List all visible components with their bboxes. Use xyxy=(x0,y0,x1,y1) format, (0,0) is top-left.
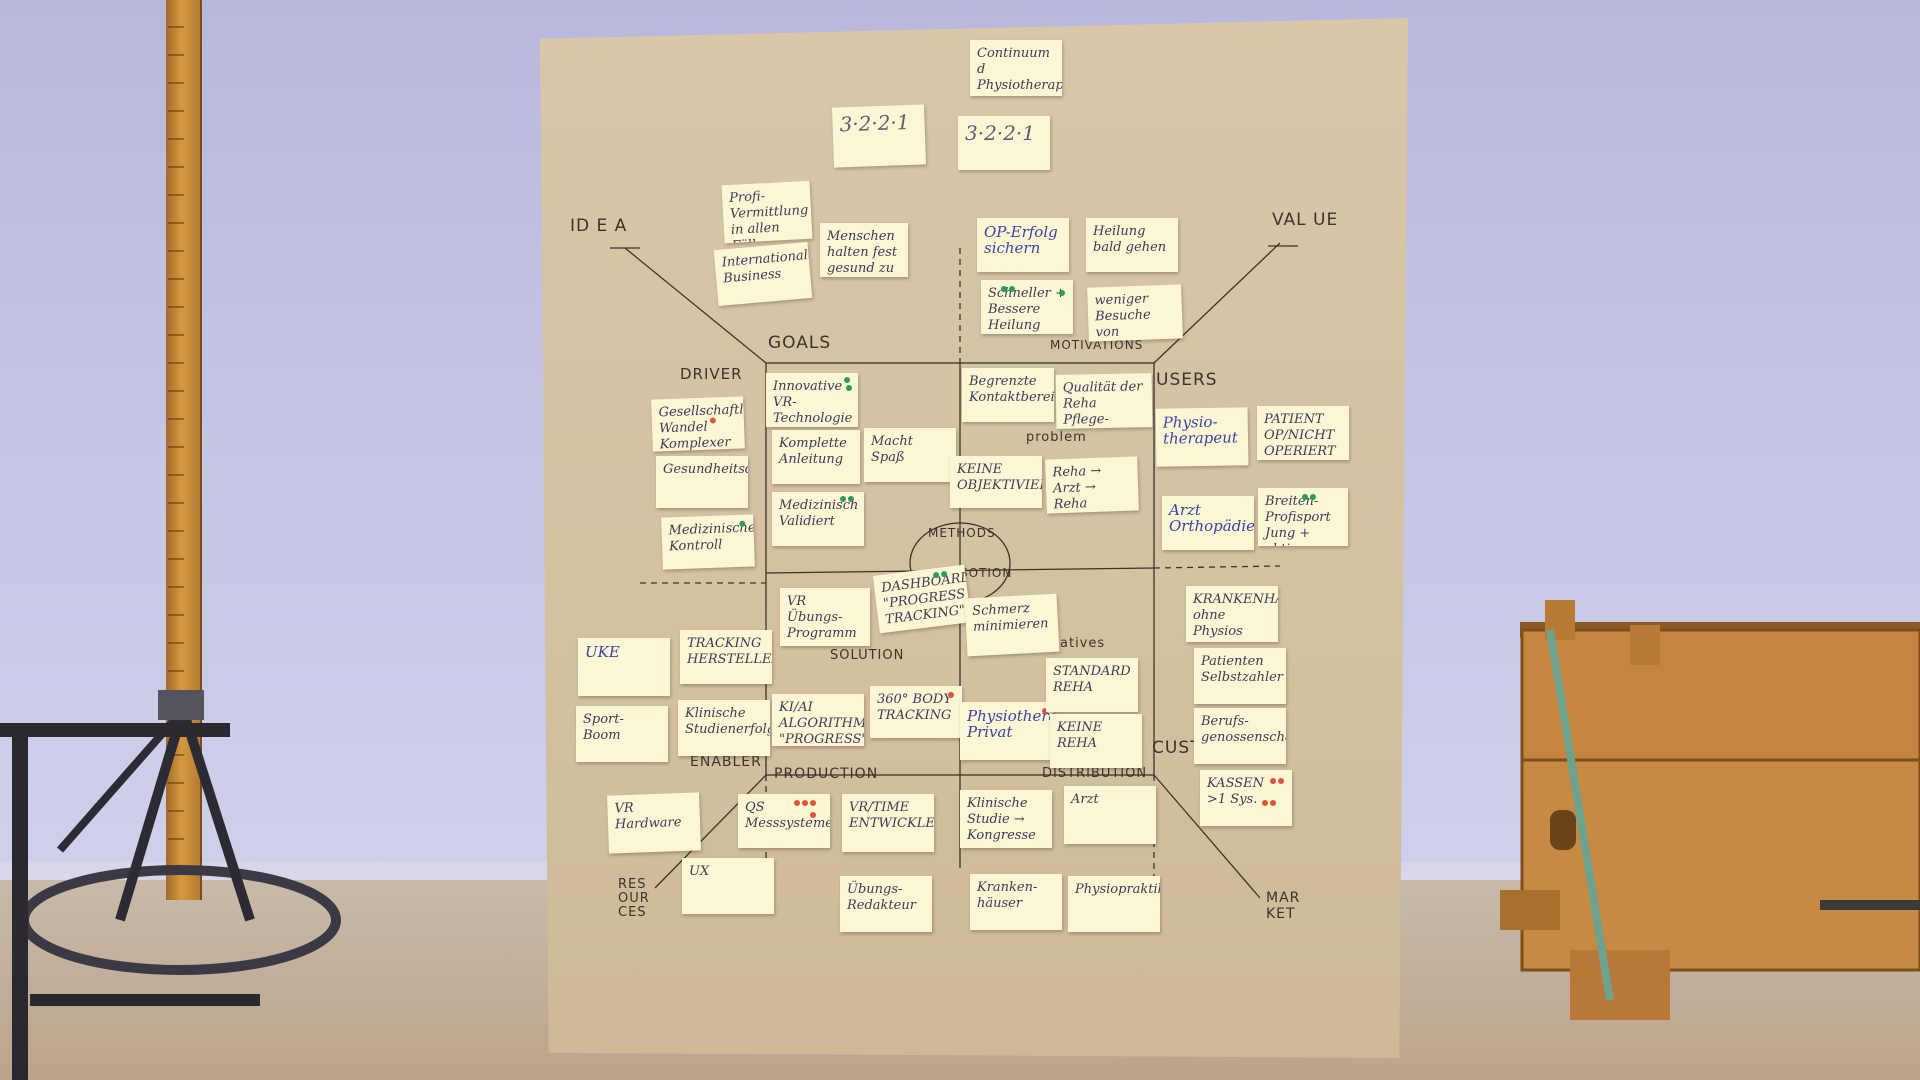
sticky-note-cust-4: KASSEN >1 Sys. xyxy=(1200,770,1292,826)
sticky-note-res-1: VR Hardware xyxy=(607,792,701,854)
sticky-note-usr-2: PATIENT OP/NICHT OPERIERT xyxy=(1257,406,1349,460)
sticky-note-res-2: QS Messsysteme xyxy=(738,794,830,848)
sticky-note-sol-1: VR Übungs-Programm xyxy=(780,588,870,646)
sticky-note-top-title: Continuum d Physiotherapie xyxy=(970,40,1062,96)
sticky-note-idea-1: Profi-Vermittlung in allen Fällen xyxy=(721,180,813,244)
vote-dot xyxy=(739,520,746,527)
sticky-note-prob-3: KEINE OBJEKTIVIERUNG xyxy=(950,456,1042,508)
sticky-note-mot-2: Heilung bald gehen xyxy=(1086,218,1178,272)
sticky-note-sol-3: Schmerz minimieren xyxy=(964,593,1060,657)
vote-dot xyxy=(810,812,816,818)
sticky-note-score-2: 3·2·2·1 xyxy=(958,116,1050,170)
pole-scale-marks xyxy=(168,0,184,880)
sticky-note-drv-3: Medizinischer Kontroll xyxy=(661,514,755,570)
sticky-note-enb-1: UKE xyxy=(578,638,670,696)
vote-dot xyxy=(844,377,850,383)
label-solution-center: SOTION xyxy=(960,566,1013,580)
sticky-note-drv-2: Gesundheitsdaten xyxy=(656,456,748,508)
vote-dot xyxy=(846,385,852,391)
vote-dot xyxy=(1310,494,1316,500)
vote-dot xyxy=(794,800,800,806)
wooden-crate xyxy=(1500,600,1920,1030)
label-users: USERS xyxy=(1156,370,1218,390)
vote-dot xyxy=(1042,708,1048,714)
label-problem: problem xyxy=(1026,430,1087,445)
sticky-note-usr-4: Breiten-Profisport Jung + aktiv xyxy=(1258,488,1348,546)
sticky-note-mot-1: OP-Erfolg sichern xyxy=(977,218,1069,272)
sticky-note-sol-6: Physiotherapie Privat xyxy=(960,702,1054,760)
label-idea: ID E A xyxy=(570,216,628,236)
label-production: PRODUCTION xyxy=(774,766,879,782)
vote-dot xyxy=(709,417,716,424)
sticky-note-goal-2: Komplette Anleitung xyxy=(772,430,860,484)
sticky-note-cust-2: Patienten Selbstzahler xyxy=(1194,648,1286,704)
sticky-note-enb-4: Klinische Studienerfolge xyxy=(678,700,770,756)
vote-dot xyxy=(1270,778,1276,784)
label-solution: SOLUTION xyxy=(830,648,905,663)
sticky-note-idea-2: Menschen halten fest gesund zu werden xyxy=(820,223,908,277)
sticky-note-goal-1: Innovative VR-Technologie xyxy=(766,373,858,427)
vote-dot xyxy=(810,800,816,806)
sticky-note-goal-4: Medizinisch Validiert xyxy=(772,492,864,546)
label-methods: METHODS xyxy=(928,526,996,540)
sticky-note-goal-3: Macht Spaß xyxy=(864,428,956,482)
sticky-note-res-5: Übungs-Redakteur xyxy=(840,876,932,932)
vote-dot xyxy=(848,496,854,502)
vote-dot xyxy=(932,571,940,579)
vote-dot xyxy=(1059,290,1065,296)
vote-dot xyxy=(1278,778,1284,784)
label-market: MAR KET xyxy=(1266,890,1301,922)
vote-dot xyxy=(1001,286,1007,292)
label-motivations: MOTIVATIONS xyxy=(1050,338,1144,352)
vote-dot xyxy=(948,692,954,698)
label-value: VAL UE xyxy=(1272,210,1339,230)
sticky-note-dist-1: Klinische Studie → Kongresse xyxy=(960,790,1052,848)
sticky-note-drv-1: Gesellschaftlicher Wandel Komplexer xyxy=(651,396,745,452)
business-model-canvas-poster: ID E A VAL UE GOALS DRIVER MOTIVATIONS U… xyxy=(540,18,1408,1058)
sticky-note-mot-4: weniger Besuche von Kranken - Umsatz xyxy=(1087,284,1183,342)
sticky-note-feat-2: KEINE REHA xyxy=(1050,714,1142,768)
sticky-note-prob-2: Qualität der Reha Pflege-Abläufe via Gas… xyxy=(1055,373,1153,429)
label-features: atives xyxy=(1060,636,1106,651)
sticky-note-mot-3: Schneller + Bessere Heilung xyxy=(981,280,1073,334)
vote-dot xyxy=(1270,800,1276,806)
sticky-note-feat-1: STANDARD REHA xyxy=(1046,658,1138,712)
sticky-note-score-1: 3·2·2·1 xyxy=(831,104,927,168)
label-enabler: ENABLER xyxy=(690,754,762,770)
vote-dot xyxy=(1302,494,1308,500)
sticky-note-dist-4: Physiopraktiker xyxy=(1068,876,1160,932)
vote-dot xyxy=(940,570,948,578)
sticky-note-usr-3: Arzt Orthopädie xyxy=(1162,496,1254,550)
sticky-note-dist-2: Arzt xyxy=(1064,786,1156,844)
vote-dot xyxy=(840,496,846,502)
sticky-note-res-3: VR/TIME ENTWICKLER xyxy=(842,794,934,852)
sticky-note-idea-3: Internationales Business xyxy=(713,242,813,306)
sticky-note-sol-2: DASHBOARD "PROGRESS TRACKING" xyxy=(872,564,972,634)
vote-dot xyxy=(1262,800,1268,806)
label-cust: CUST xyxy=(1152,738,1202,758)
sticky-note-sol-5: 360° BODY TRACKING xyxy=(870,686,962,738)
sticky-note-dist-3: Kranken-häuser xyxy=(970,874,1062,930)
label-driver: DRIVER xyxy=(680,365,743,383)
sticky-note-usr-1: Physio-therapeut xyxy=(1155,407,1249,467)
sticky-note-cust-1: KRANKENHÄUSER ohne Physios xyxy=(1186,586,1278,642)
sticky-note-prob-4: Reha → Arzt → Reha xyxy=(1045,456,1139,514)
label-goals: GOALS xyxy=(768,333,832,353)
sticky-note-prob-1: Begrenzte Kontaktbereitschaft xyxy=(962,368,1054,422)
sticky-note-cust-3: Berufs-genossenschaften xyxy=(1194,708,1286,764)
label-distribution: DISTRIBUTION xyxy=(1042,766,1148,781)
label-resources: RES OUR CES xyxy=(618,877,650,920)
vote-dot xyxy=(802,800,808,806)
vote-dot xyxy=(1009,286,1015,292)
sticky-note-enb-2: TRACKING HERSTELLER xyxy=(680,630,772,684)
sticky-note-enb-3: Sport-Boom xyxy=(576,706,668,762)
sticky-note-sol-4: KI/AI ALGORITHMEN "PROGRESS" xyxy=(772,694,864,746)
sticky-note-res-4: UX xyxy=(682,858,774,914)
